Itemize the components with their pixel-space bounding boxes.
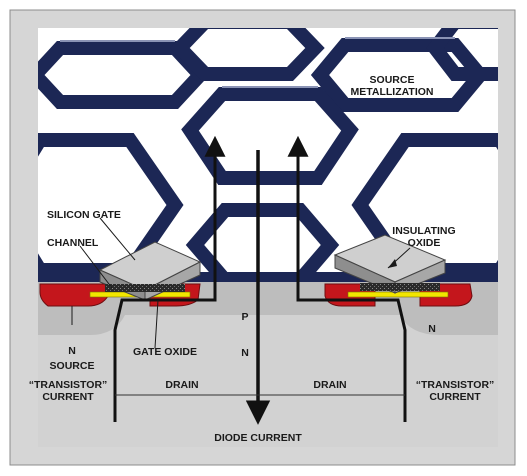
metallization-edge	[38, 272, 498, 282]
label-n-right: N	[428, 323, 436, 335]
label-transistor-current-left-1: “TRANSISTOR”	[29, 379, 108, 391]
hex-cell	[170, 28, 325, 81]
label-transistor-current-left-2: CURRENT	[42, 391, 94, 403]
source-metallization-surface	[38, 28, 498, 273]
transistor-current-paths	[113, 135, 407, 422]
hex-cell	[181, 87, 359, 185]
label-gate-oxide: GATE OXIDE	[133, 346, 197, 358]
label-silicon-gate: SILICON GATE	[47, 209, 121, 221]
label-drain-left: DRAIN	[165, 379, 198, 391]
label-drain-right: DRAIN	[313, 379, 346, 391]
label-source: SOURCE	[50, 360, 95, 372]
label-source-metallization-2: METALLIZATION	[350, 86, 433, 98]
hex-cell	[351, 133, 498, 273]
label-p-region: P	[241, 311, 248, 323]
silicon-gate-right	[333, 234, 447, 294]
label-n-center: N	[241, 347, 249, 359]
label-insulating-oxide-2: OXIDE	[408, 237, 441, 249]
hex-cell	[310, 38, 490, 112]
silicon-gate-left	[98, 241, 202, 301]
label-insulating-oxide-1: INSULATING	[392, 225, 455, 237]
insulating-oxide-pointer	[388, 259, 397, 268]
hex-cell	[185, 203, 340, 273]
n-plus-region-left-1	[39, 283, 109, 307]
label-n-left: N	[68, 345, 76, 357]
hex-cell	[426, 28, 498, 81]
label-channel: CHANNEL	[47, 237, 99, 249]
label-transistor-current-right-2: CURRENT	[429, 391, 481, 403]
label-diode-current: DIODE CURRENT	[214, 432, 302, 444]
label-transistor-current-right-1: “TRANSISTOR”	[416, 379, 495, 391]
label-source-metallization-1: SOURCE	[370, 74, 415, 86]
gate-oxide-right	[347, 291, 449, 298]
leader-lines	[71, 217, 411, 349]
